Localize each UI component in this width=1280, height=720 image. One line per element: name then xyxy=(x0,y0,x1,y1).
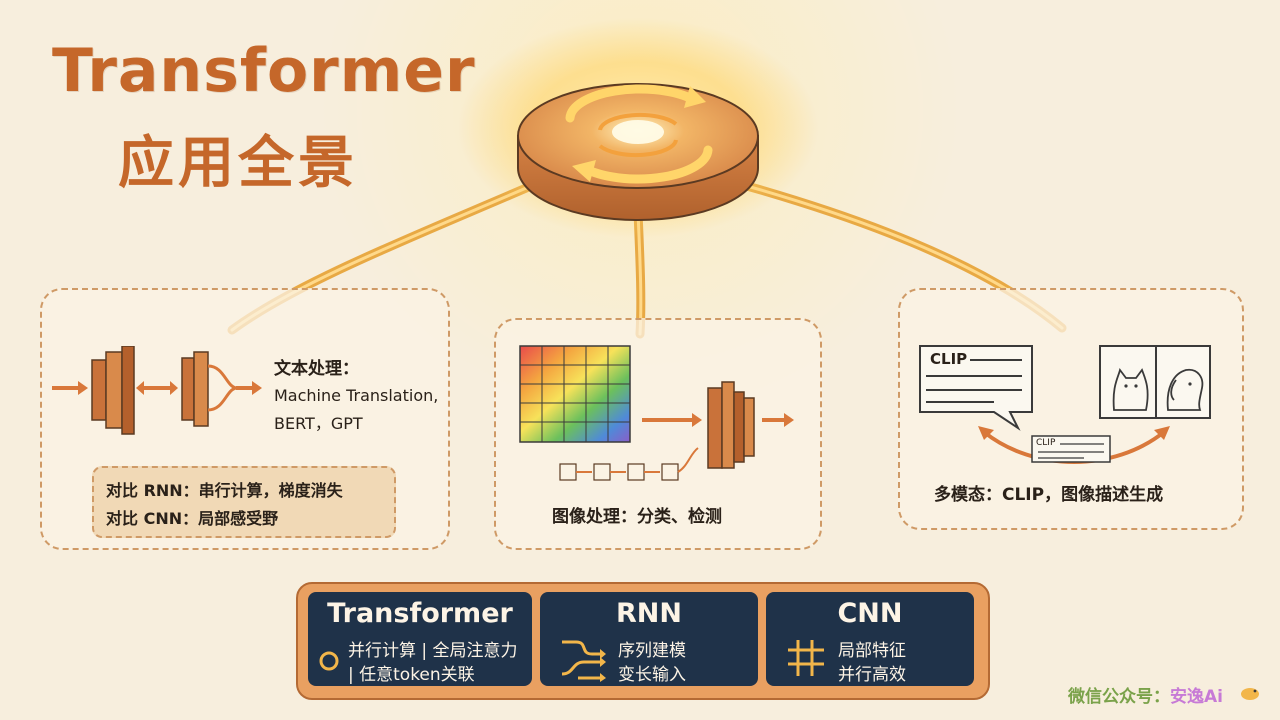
text-panel-heading: 文本处理： xyxy=(274,359,359,379)
card-rnn-title: RNN xyxy=(616,598,682,629)
page-title: Transformer xyxy=(52,36,476,106)
card-rnn: RNN 序列建模 变长输入 xyxy=(540,592,758,686)
attention-ring-icon xyxy=(319,651,339,671)
card-cnn-title: CNN xyxy=(837,598,903,629)
card-transformer-title: Transformer xyxy=(327,598,513,629)
image-processing-panel: 图像处理：分类、检测 xyxy=(494,318,822,550)
card-cnn-line-1: 局部特征 xyxy=(838,641,906,661)
card-cnn-line-2: 并行高效 xyxy=(838,665,906,685)
watermark: 微信公众号：安逸Ai xyxy=(1068,682,1223,707)
sequence-arrows-icon xyxy=(561,640,606,682)
card-transformer-line-1: 并行计算 | 全局注意力 xyxy=(348,641,518,661)
text-processing-panel: 文本处理： Machine Translation, BERT，GPT 对比 R… xyxy=(40,288,450,550)
comparison-cards-frame: Transformer 并行计算 | 全局注意力 | 任意token关联 RNN… xyxy=(296,582,990,700)
clip-small-label: CLIP xyxy=(1036,438,1056,448)
card-rnn-line-1: 序列建模 xyxy=(618,641,686,661)
color-grid-icon xyxy=(519,345,794,481)
chat-bubble-icon xyxy=(919,345,1211,464)
card-transformer-line-2: | 任意token关联 xyxy=(348,665,475,685)
comparison-box: 对比 RNN：串行计算，梯度消失 对比 CNN：局部感受野 xyxy=(92,466,396,538)
image-panel-caption: 图像处理：分类、检测 xyxy=(552,507,722,527)
cycle-arrows-icon xyxy=(517,83,759,221)
watermark-name: 安逸Ai xyxy=(1170,687,1223,707)
grid-icon xyxy=(788,640,824,676)
card-rnn-line-2: 变长输入 xyxy=(618,665,686,685)
multimodal-panel: CLIP CLIP 多模态：CLIP，图像描述生成 xyxy=(898,288,1244,530)
card-transformer: Transformer 并行计算 | 全局注意力 | 任意token关联 xyxy=(308,592,532,686)
card-cnn: CNN 局部特征 并行高效 xyxy=(766,592,974,686)
clip-bubble-label: CLIP xyxy=(930,350,968,368)
bird-icon xyxy=(1241,688,1259,700)
text-panel-line-2: BERT，GPT xyxy=(274,414,363,433)
text-panel-line-1: Machine Translation, xyxy=(274,386,439,405)
compare-cnn: 对比 CNN：局部感受野 xyxy=(106,509,279,528)
encoder-stack-icon xyxy=(52,346,262,435)
compare-rnn: 对比 RNN：串行计算，梯度消失 xyxy=(106,481,343,500)
watermark-prefix: 微信公众号： xyxy=(1068,687,1170,707)
page-subtitle: 应用全景 xyxy=(118,131,358,196)
multimodal-panel-caption: 多模态：CLIP，图像描述生成 xyxy=(934,485,1164,505)
